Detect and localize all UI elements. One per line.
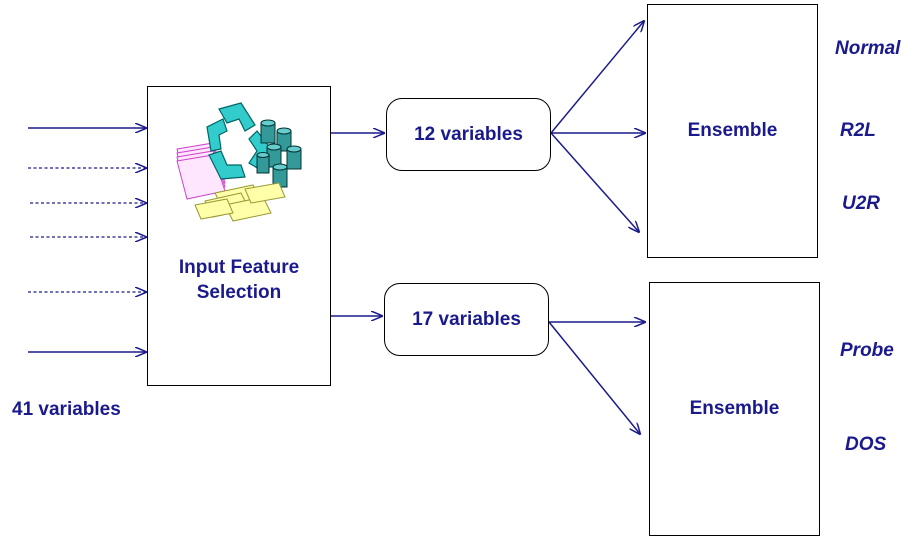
recycle-arrows-icon <box>206 102 272 180</box>
ensemble-box-2: Ensemble <box>649 282 820 536</box>
feature-selection-box: Input Feature Selection <box>147 86 331 386</box>
variables-12-box: 12 variables <box>386 98 551 171</box>
output-label-normal: Normal <box>835 38 901 59</box>
output-label-r2l: R2L <box>840 120 876 141</box>
ensemble-2-label: Ensemble <box>689 398 780 419</box>
output-label-probe: Probe <box>840 340 894 361</box>
ensemble-box-1: Ensemble <box>647 4 818 258</box>
twelve-to-ensemble-top-arrow <box>550 21 644 134</box>
database-cylinders-icon <box>256 119 302 188</box>
ensemble-1-label: Ensemble <box>687 120 778 141</box>
output-label-dos: DOS <box>845 434 887 455</box>
input-variables-label: 41 variables <box>12 399 121 420</box>
recycle-database-documents-icon <box>176 102 302 222</box>
feature-selection-title-line1: Input Feature <box>178 257 300 278</box>
twelve-to-ensemble-bottom-arrow <box>550 132 639 232</box>
output-label-u2r: U2R <box>842 193 881 214</box>
variables-17-box: 17 variables <box>384 283 549 356</box>
feature-selection-title-line2: Selection <box>196 282 282 303</box>
document-cards-icon <box>194 182 286 222</box>
variables-17-label: 17 variables <box>412 308 521 330</box>
variables-12-label: 12 variables <box>414 123 523 145</box>
seventeen-to-ensemble-bottom-arrow <box>548 321 640 434</box>
